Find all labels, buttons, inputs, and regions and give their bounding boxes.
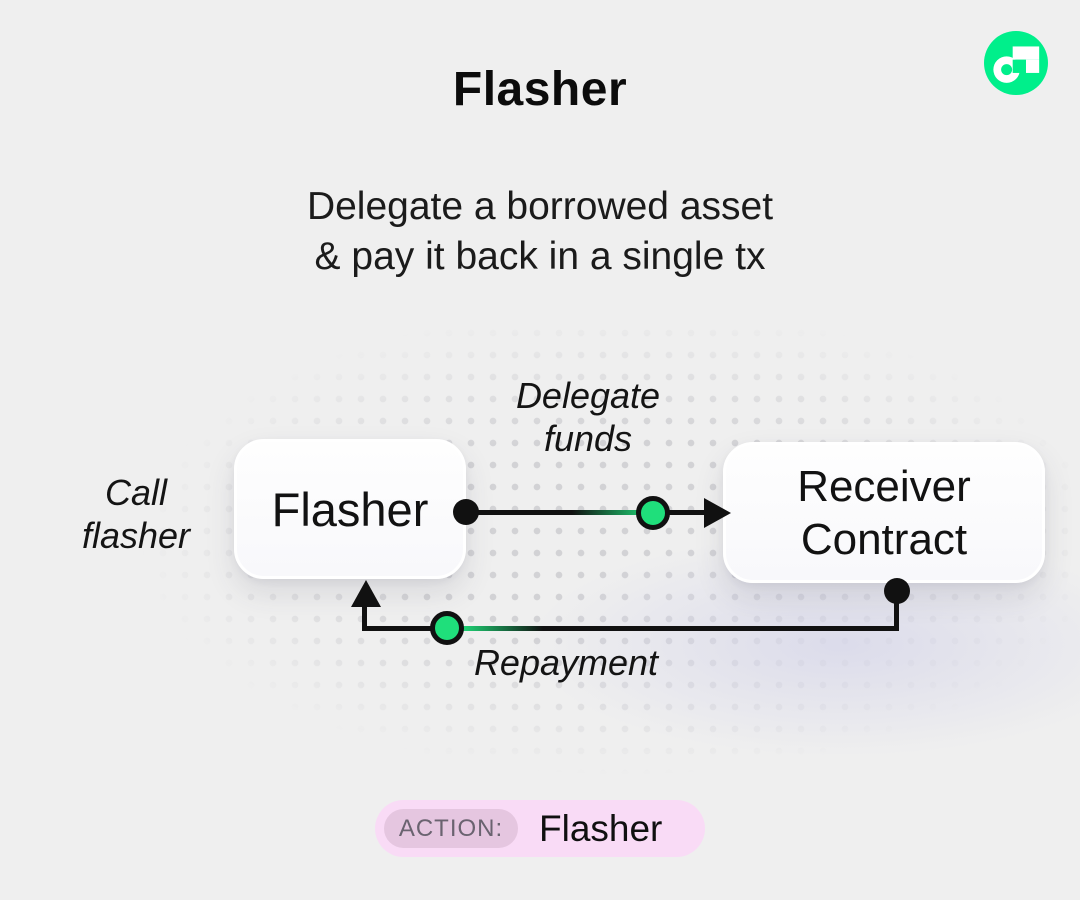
action-chip: ACTION: — [384, 809, 518, 848]
repayment-label: Repayment — [473, 642, 659, 683]
receiver-node-label: Receiver Contract — [797, 460, 971, 566]
repayment-line-vertical-left — [362, 604, 367, 631]
delegate-token-node — [636, 496, 670, 530]
repayment-line-vertical-right — [894, 590, 899, 631]
receiver-node-label-line2: Contract — [800, 514, 968, 564]
receiver-node-label-line1: Receiver — [797, 461, 971, 511]
page-subtitle-line2: & pay it back in a single tx — [314, 235, 766, 278]
delegate-funds-label-line1: Delegate — [515, 375, 661, 416]
call-flasher-label: Call flasher — [26, 471, 246, 557]
flow-logo-icon — [984, 31, 1048, 95]
repayment-line-horizontal — [362, 626, 899, 631]
repayment-token-node — [430, 611, 464, 645]
repayment-token-trail — [458, 626, 543, 631]
arrowhead-up-icon — [351, 580, 381, 607]
page-subtitle: Delegate a borrowed asset & pay it back … — [0, 182, 1080, 282]
flasher-output-dot — [453, 499, 479, 525]
page-subtitle-line1: Delegate a borrowed asset — [306, 185, 774, 228]
delegate-funds-label-line2: funds — [543, 418, 633, 459]
call-flasher-label-line2: flasher — [81, 515, 191, 556]
call-flasher-label-line1: Call — [104, 472, 167, 513]
flasher-node-label: Flasher — [271, 482, 429, 536]
delegate-token-trail — [572, 510, 654, 515]
action-value: Flasher — [539, 807, 663, 849]
action-badge: ACTION: Flasher — [375, 800, 705, 857]
flasher-node: Flasher — [234, 439, 466, 579]
arrowhead-right-icon — [704, 498, 731, 528]
delegate-funds-label: Delegate funds — [458, 374, 718, 460]
receiver-contract-node: Receiver Contract — [723, 442, 1045, 583]
page-title: Flasher — [452, 63, 628, 116]
